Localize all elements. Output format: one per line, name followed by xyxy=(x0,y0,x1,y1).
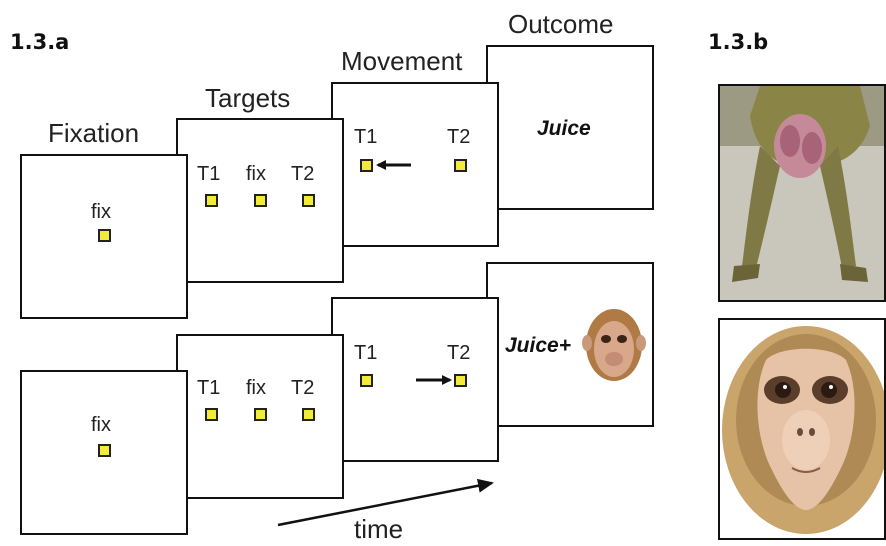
target-t1-targets-bottom xyxy=(205,408,218,421)
time-label: time xyxy=(354,514,404,544)
fixation-point-targets-top xyxy=(254,194,267,207)
t1-label-targets-bottom: T1 xyxy=(197,377,221,399)
fixation-point-bottom xyxy=(98,444,111,457)
fixation-point-top xyxy=(98,229,111,242)
t1-label-movement-bottom: T1 xyxy=(354,342,378,364)
target-t2-targets-bottom xyxy=(302,408,315,421)
target-t2-movement-top xyxy=(454,159,467,172)
t1-label-targets-top: T1 xyxy=(197,163,221,185)
target-t2-targets-top xyxy=(302,194,315,207)
monkey-face-photo xyxy=(718,318,886,540)
monkey-hindquarters-photo xyxy=(718,84,886,302)
stage-title-movement: Movement xyxy=(341,46,463,76)
t2-label-targets-top: T2 xyxy=(291,163,315,185)
t2-label-movement-bottom: T2 xyxy=(447,342,471,364)
outcome-box-top xyxy=(486,45,654,210)
fix-label-fixation-bottom: fix xyxy=(91,414,111,436)
movement-box-bottom xyxy=(331,297,499,462)
fixation-point-targets-bottom xyxy=(254,408,267,421)
outcome-juice-plus-text: Juice+ xyxy=(505,334,571,357)
target-t1-movement-top xyxy=(360,159,373,172)
t2-label-targets-bottom: T2 xyxy=(291,377,315,399)
t2-label-movement-top: T2 xyxy=(447,126,471,148)
stage-title-outcome: Outcome xyxy=(508,9,614,39)
fix-label-fixation-top: fix xyxy=(91,201,111,223)
target-t1-targets-top xyxy=(205,194,218,207)
stage-title-targets: Targets xyxy=(205,83,291,113)
movement-box-top xyxy=(331,82,499,247)
panel-b-label: 1.3.b xyxy=(708,30,769,54)
fix-label-targets-bottom: fix xyxy=(246,377,266,399)
t1-label-movement-top: T1 xyxy=(354,126,378,148)
stage-title-fixation: Fixation xyxy=(48,118,140,148)
fix-label-targets-top: fix xyxy=(246,163,266,185)
target-t2-movement-bottom xyxy=(454,374,467,387)
panel-a-label: 1.3.a xyxy=(10,30,70,54)
outcome-juice-text: Juice xyxy=(537,117,591,140)
target-t1-movement-bottom xyxy=(360,374,373,387)
